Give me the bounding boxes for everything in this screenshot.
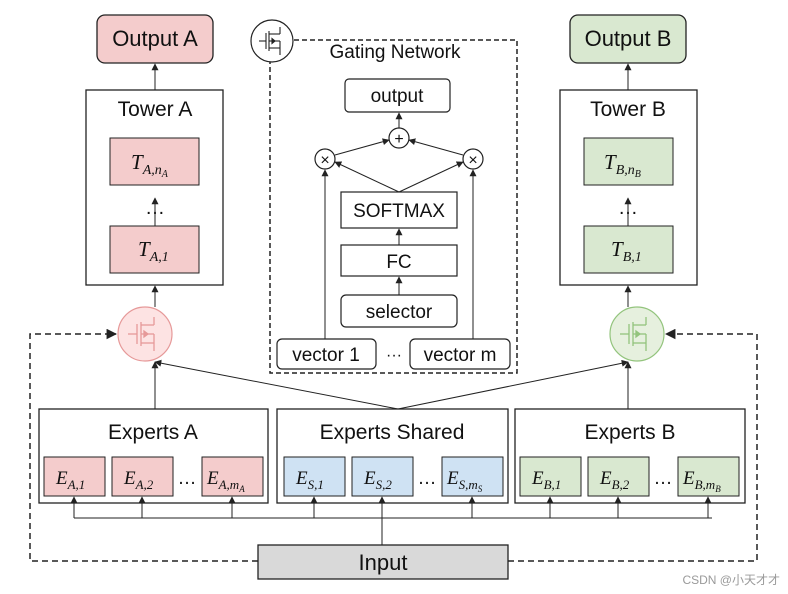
experts-shared-ellipsis: … [418,468,437,489]
expert-s-1-label: ES,1 [295,468,324,492]
tower-b-title: Tower B [590,98,666,121]
gating-fc-label: FC [386,252,411,273]
watermark: CSDN @小天才才 [682,573,780,587]
output-b-box: Output B [569,14,687,64]
experts-a-title: Experts A [108,421,198,444]
gate-switch-icon [128,317,155,351]
input-label: Input [359,550,408,575]
expert-b-1-label: EB,1 [531,468,561,492]
gating-times-left: × [320,152,329,169]
experts-b: Experts B EB,1 EB,2 … EB,mB [514,408,746,504]
tower-b-bottom-label: TB,1 [611,237,642,265]
tower-b-top-label: TB,nB [604,150,641,180]
gate-a [117,306,173,362]
gate-switch-icon [620,317,647,351]
input-box: Input [257,544,509,580]
output-a-label: Output A [112,26,198,51]
gating-times-right: × [468,152,477,169]
gating-vector-m-label: vector m [424,345,497,366]
tower-a-bottom-label: TA,1 [138,237,169,265]
gating-network: Gating Network output + × × SOFTMAX FC s… [250,19,518,374]
output-b-label: Output B [585,26,672,51]
output-a-box: Output A [96,14,214,64]
gate-b [609,306,665,362]
input-to-gate-dashed [29,328,758,562]
input-distribution-lines [70,496,712,545]
experts-b-ellipsis: … [654,468,673,489]
experts-a-ellipsis: … [178,468,197,489]
experts-b-title: Experts B [584,421,675,444]
gating-vector-1-label: vector 1 [292,345,360,366]
gating-softmax-label: SOFTMAX [353,201,445,222]
gating-network-title: Gating Network [330,42,461,63]
tower-a: Tower A TA,nA … TA,1 [85,89,224,286]
experts-a: Experts A EA,1 EA,2 … EA,mA [38,408,269,504]
expert-b-2-label: EB,2 [599,468,630,492]
experts-shared-title: Experts Shared [320,421,465,444]
expert-a-m-label: EA,mA [206,468,245,494]
tower-b: Tower B TB,nB … TB,1 [559,89,698,286]
expert-s-2-label: ES,2 [363,468,392,492]
expert-a-1-label: EA,1 [55,468,85,492]
gating-plus-symbol: + [394,131,403,148]
gate-switch-icon [259,27,281,55]
tower-a-title: Tower A [118,98,193,121]
tower-a-top-label: TA,nA [131,150,169,180]
gating-vector-ellipsis: ··· [386,347,402,364]
expert-a-2-label: EA,2 [123,468,154,492]
expert-s-m-label: ES,mS [446,468,483,494]
expert-b-m-label: EB,mB [682,468,721,494]
experts-shared: Experts Shared ES,1 ES,2 … ES,mS [276,408,509,504]
gating-selector-label: selector [366,302,433,323]
gating-output-label: output [371,86,425,107]
